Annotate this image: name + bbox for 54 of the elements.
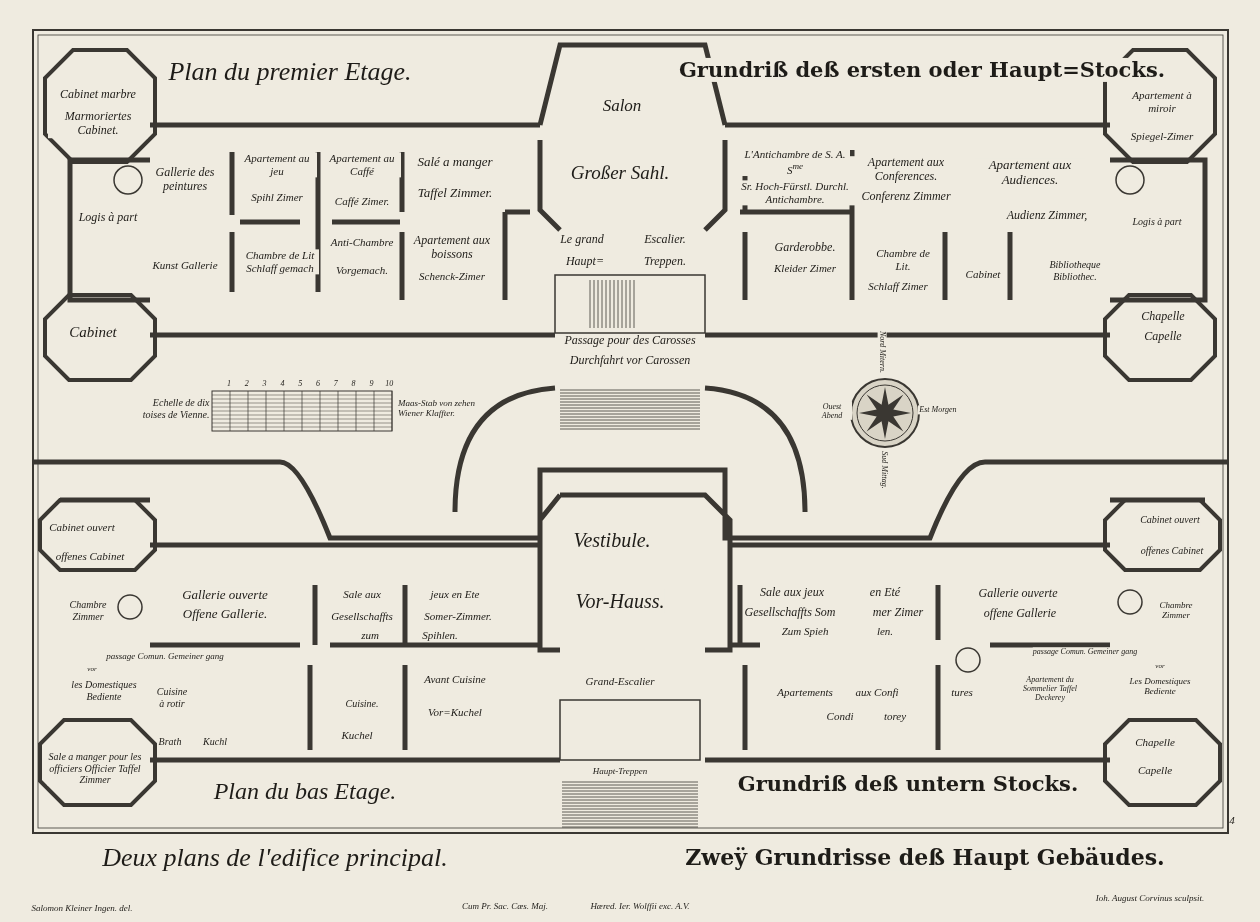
room-label: Passage pour des Carosses	[564, 334, 696, 348]
room-label: Sale a manger pour les officiers Officier Taffel Zimmer	[47, 750, 143, 786]
plate-title: Zweÿ Grundrisse deß Haupt Gebäudes.	[685, 845, 1165, 871]
compass-direction-label: Sud Mittag.	[879, 451, 889, 489]
room-label: Audienz Zimmer,	[1006, 209, 1088, 223]
room-label: Cuisine.	[345, 698, 379, 710]
scale-number: 6	[316, 379, 320, 389]
scale-number: 3	[262, 379, 267, 389]
room-label: les Domestiques Bediente	[68, 678, 140, 702]
scale-number: 7	[333, 379, 338, 389]
credit-text: Hæred. Ier. Wolffii exc. A.V.	[590, 900, 690, 912]
compass-direction-label: Nord Mitern.	[877, 331, 887, 373]
room-label: Chapelle	[1141, 310, 1185, 324]
room-label: Schlaff Zimer	[868, 279, 928, 293]
room-label: passage Comun. Gemeiner gang	[1032, 647, 1138, 657]
room-label: offenes Cabinet	[1140, 545, 1204, 557]
credit-text: Cum Pr. Sac. Cæs. Maj.	[462, 900, 548, 912]
room-label: Cabinet ouvert	[1140, 514, 1200, 526]
room-label: offenes Cabinet	[55, 549, 125, 563]
scale-number: 1	[227, 379, 231, 389]
room-label: Logis à part	[1132, 216, 1182, 228]
scale-number: 10	[385, 379, 394, 389]
scale-number: 9	[369, 379, 374, 389]
room-label: Haupt-Treppen	[592, 765, 648, 777]
room-label: Offene Gallerie.	[182, 606, 268, 622]
room-label: Treppen.	[644, 255, 686, 269]
room-label: Taffel Zimmer.	[417, 185, 493, 201]
room-label: Capelle	[1144, 330, 1182, 344]
scale-caption: Maas-Stab von zehen Wiener Klaffter.	[398, 397, 478, 419]
scale-number: 2	[244, 379, 249, 389]
room-label: Conferenz Zimmer	[861, 190, 951, 204]
scale-number: 8	[351, 379, 356, 389]
plan-title: Grundriß deß ersten oder Haupt=Stocks.	[678, 57, 1166, 83]
room-label: Kuchl	[203, 736, 227, 748]
room-label: Le grand	[560, 233, 604, 247]
credit-text: Ioh. August Corvinus sculpsit.	[1095, 892, 1205, 904]
room-label: Caffé Zimer.	[334, 194, 390, 208]
compass-direction-label: Est Morgen	[918, 405, 958, 415]
room-label: Logis à part	[78, 211, 138, 225]
scale-number: 4	[280, 379, 285, 389]
room-label: aux Confi	[855, 685, 899, 699]
credit-text: Salomon Kleiner Ingen. del.	[31, 902, 133, 914]
room-label: Gesellschaffts	[331, 609, 393, 623]
room-label: Haupt=	[565, 255, 605, 269]
room-label: Brath	[158, 736, 182, 748]
room-label: Salé a manger	[417, 154, 493, 170]
room-label: Gesellschaffts Som	[744, 606, 836, 620]
room-label: passage Comun. Gemeiner gang	[106, 650, 224, 662]
room-label: Sale aux jeux	[760, 586, 824, 600]
room-label: offene Gallerie	[983, 607, 1057, 621]
room-label: Cuisine à rotir	[154, 685, 190, 709]
scale-number: 5	[298, 379, 303, 389]
room-label: L'Antichambre de S. A. S$^{me}$	[740, 148, 850, 176]
room-label: Durchfahrt vor Carossen	[569, 354, 691, 368]
